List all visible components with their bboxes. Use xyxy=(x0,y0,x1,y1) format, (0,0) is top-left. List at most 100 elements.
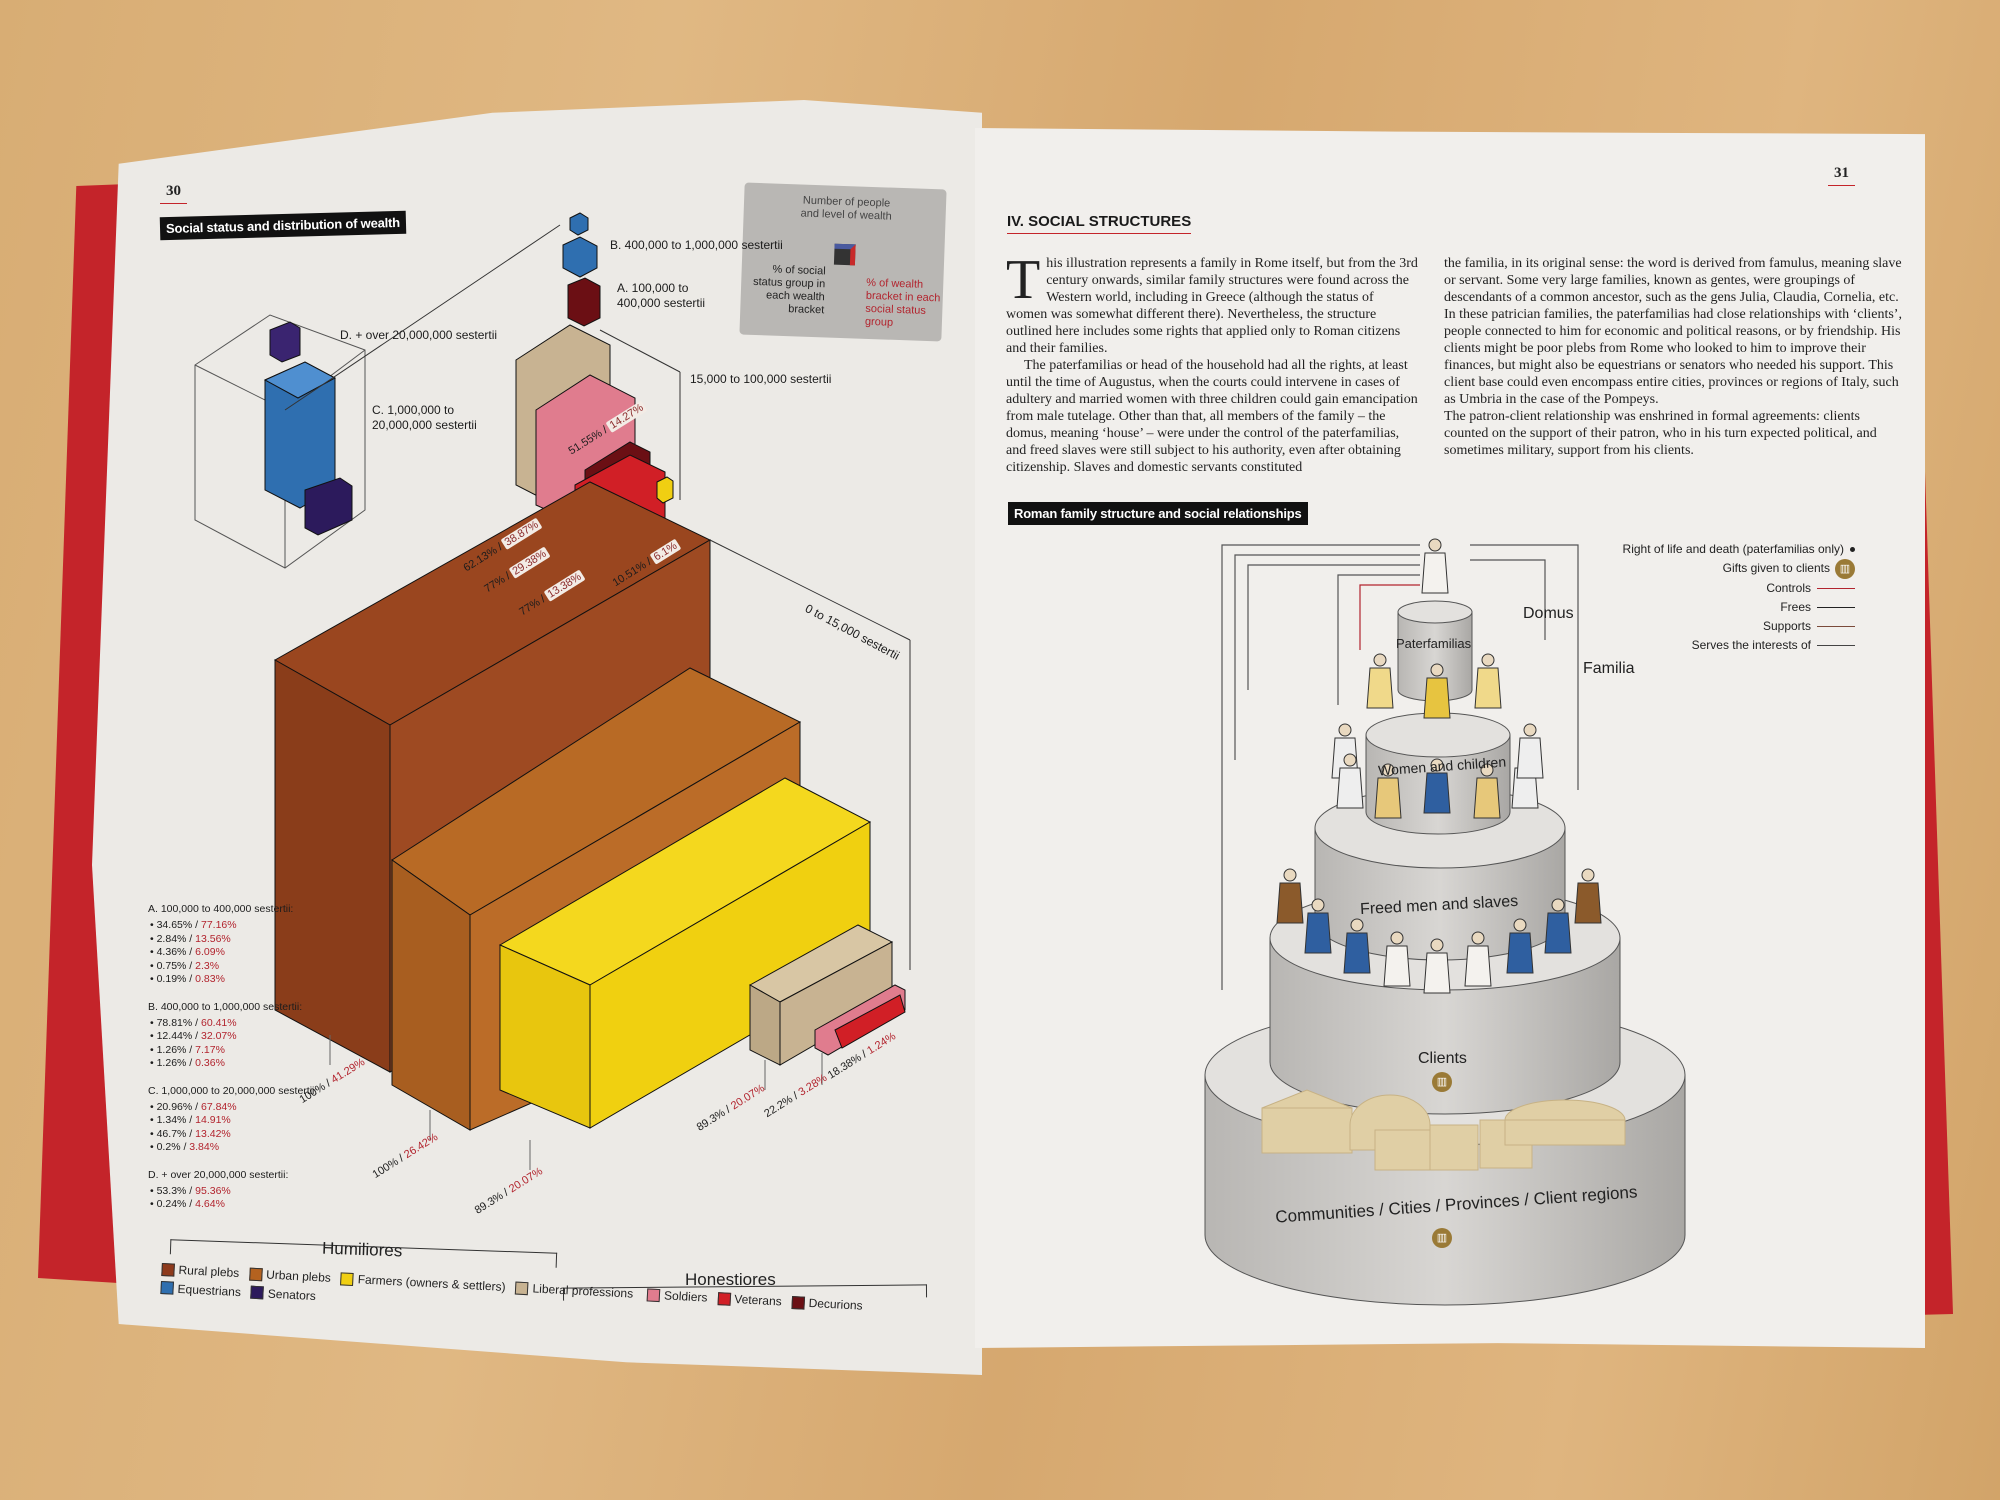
group-percent: 53.3% xyxy=(156,1184,187,1197)
gift-icon: ▥ xyxy=(1432,1228,1452,1248)
block-equestrians-c xyxy=(263,361,337,509)
arrow-red-icon xyxy=(1817,588,1855,590)
legend-label: Serves the interests of xyxy=(1691,638,1811,652)
block-farmers-mid xyxy=(656,476,674,504)
block-senators-d xyxy=(269,321,301,363)
bracket-list-row: • 0.24% / 4.64% xyxy=(150,1198,225,1210)
person-figure-icon xyxy=(1366,653,1394,709)
person-figure-icon xyxy=(1374,763,1402,819)
group-percent: 34.65% xyxy=(156,919,193,931)
group-percent: 0.19% xyxy=(156,973,187,985)
bracket-percent: 2.3% xyxy=(195,959,220,972)
block-senators-top xyxy=(569,212,589,236)
bracket-list-title: D. + over 20,000,000 sestertii: xyxy=(148,1168,289,1181)
relationship-legend-item: Serves the interests of xyxy=(1560,636,1855,655)
relationship-legend-item: Supports xyxy=(1560,617,1855,636)
person-figure-icon xyxy=(1516,723,1544,779)
person-figure-icon xyxy=(1423,663,1451,719)
gift-icon: ▥ xyxy=(1432,1072,1452,1092)
paragraph: the familia, in its original sense: the … xyxy=(1444,256,1902,407)
person-figure-icon xyxy=(1474,653,1502,709)
bracket-percent: 77.16% xyxy=(200,919,237,931)
bracket-list-row: • 1.26% / 0.36% xyxy=(150,1057,225,1069)
person-figure-icon xyxy=(1383,931,1411,987)
group-percent: 2.84% xyxy=(156,932,187,945)
bracket-list-row: • 78.81% / 60.41% xyxy=(150,1016,237,1029)
person-figure-icon xyxy=(1574,868,1602,924)
body-column-1: T his illustration represents a family i… xyxy=(1006,252,1418,476)
label-pointers xyxy=(329,1035,823,1170)
bracket-percent: 4.64% xyxy=(195,1198,225,1210)
arrow-brown-icon xyxy=(1817,626,1855,628)
block-soldiers-veterans-low xyxy=(814,984,906,1056)
dimension-lines xyxy=(284,224,911,970)
block-farmers xyxy=(498,777,872,1129)
block-liberal-low xyxy=(748,924,894,1066)
legend-label: Controls xyxy=(1766,581,1811,595)
group-percent: 46.7% xyxy=(156,1127,187,1140)
bracket-list-row: • 0.75% / 2.3% xyxy=(150,959,220,972)
group-percent: 1.26% xyxy=(156,1057,187,1069)
group-percent: 12.44% xyxy=(156,1030,193,1042)
bracket-percent: 32.07% xyxy=(200,1030,237,1042)
person-figure-icon xyxy=(1423,758,1451,814)
gift-icon: ▥ xyxy=(1835,559,1855,579)
person-figure-icon xyxy=(1544,898,1572,954)
bracket-list-title: A. 100,000 to 400,000 sestertii: xyxy=(148,903,294,915)
bracket-list-row: • 2.84% / 13.56% xyxy=(150,932,231,945)
legend-label: Right of life and death (paterfamilias o… xyxy=(1622,542,1844,556)
bracket-percent: 95.36% xyxy=(195,1184,231,1197)
person-figure-icon xyxy=(1464,931,1492,987)
bracket-list-row: • 20.96% / 67.84% xyxy=(150,1100,237,1113)
bracket-percent: 0.83% xyxy=(195,973,225,985)
bracket-list-title: C. 1,000,000 to 20,000,000 sestertii: xyxy=(148,1084,318,1097)
bracket-list-row: • 1.34% / 14.91% xyxy=(150,1114,231,1126)
bracket-list-row: • 34.65% / 77.16% xyxy=(150,919,237,931)
bracket-percent: 67.84% xyxy=(200,1100,237,1113)
section-heading: IV. SOCIAL STRUCTURES xyxy=(1007,213,1192,234)
relationship-legend-item: Frees xyxy=(1560,598,1855,617)
person-figure-icon xyxy=(1336,753,1364,809)
label-bracket-a: A. 100,000 to 400,000 sestertii xyxy=(617,281,706,310)
person-figure-icon xyxy=(1343,918,1371,974)
bracket-percent: 0.36% xyxy=(195,1057,225,1069)
legend-label: Supports xyxy=(1762,619,1811,633)
group-percent: 0.75% xyxy=(156,959,187,972)
label-bracket-mid: 15,000 to 100,000 sestertii xyxy=(690,372,832,386)
tier-label-clients: Clients xyxy=(1418,1050,1467,1067)
bracket-list-row: • 0.2% / 3.84% xyxy=(150,1141,220,1153)
tier-label-paterfamilias: Paterfamilias xyxy=(1396,636,1472,651)
diagram-title: Roman family structure and social relati… xyxy=(1008,502,1308,525)
group-percent: 78.81% xyxy=(156,1016,193,1029)
label-bracket-d: D. + over 20,000,000 sestertii xyxy=(340,328,498,342)
tier-1 xyxy=(1397,600,1473,702)
person-figure-icon xyxy=(1421,538,1449,594)
relationship-lines xyxy=(1221,544,1579,990)
person-figure-icon xyxy=(1304,898,1332,954)
bracket-percent: 7.17% xyxy=(195,1043,225,1056)
relationship-legend: Right of life and death (paterfamilias o… xyxy=(1560,540,1855,655)
person-figure-icon xyxy=(1276,868,1304,924)
bracket-list-row: • 1.26% / 7.17% xyxy=(150,1043,225,1056)
person-figure-icon xyxy=(1473,763,1501,819)
legend-label: Gifts given to clients xyxy=(1722,561,1830,576)
relationship-legend-item: Controls xyxy=(1560,579,1855,598)
body-column-2: the familia, in its original sense: the … xyxy=(1444,255,1904,459)
bracket-list-row: • 0.19% / 0.83% xyxy=(150,973,225,985)
paragraph: The paterfamilias or head of the househo… xyxy=(1006,358,1418,475)
bracket-percent: 13.56% xyxy=(195,932,231,945)
familia-label: Familia xyxy=(1583,660,1635,677)
bracket-breakdown-lists: A. 100,000 to 400,000 sestertii: • 34.65%… xyxy=(148,903,318,1226)
page-number-left: 30 xyxy=(160,183,187,204)
group-percent: 1.26% xyxy=(156,1043,187,1056)
bracket-list-row: • 4.36% / 6.09% xyxy=(150,946,225,958)
bracket-percent: 14.91% xyxy=(195,1114,231,1126)
paragraph: his illustration represents a family in … xyxy=(1006,256,1418,356)
group-percent: 20.96% xyxy=(156,1100,193,1113)
group-honestiores: Honestiores xyxy=(685,1270,776,1289)
page-number-right: 31 xyxy=(1828,165,1855,186)
bracket-percent: 6.09% xyxy=(195,946,225,958)
domus-label: Domus xyxy=(1523,605,1574,622)
block-equestrians-b xyxy=(562,236,598,278)
